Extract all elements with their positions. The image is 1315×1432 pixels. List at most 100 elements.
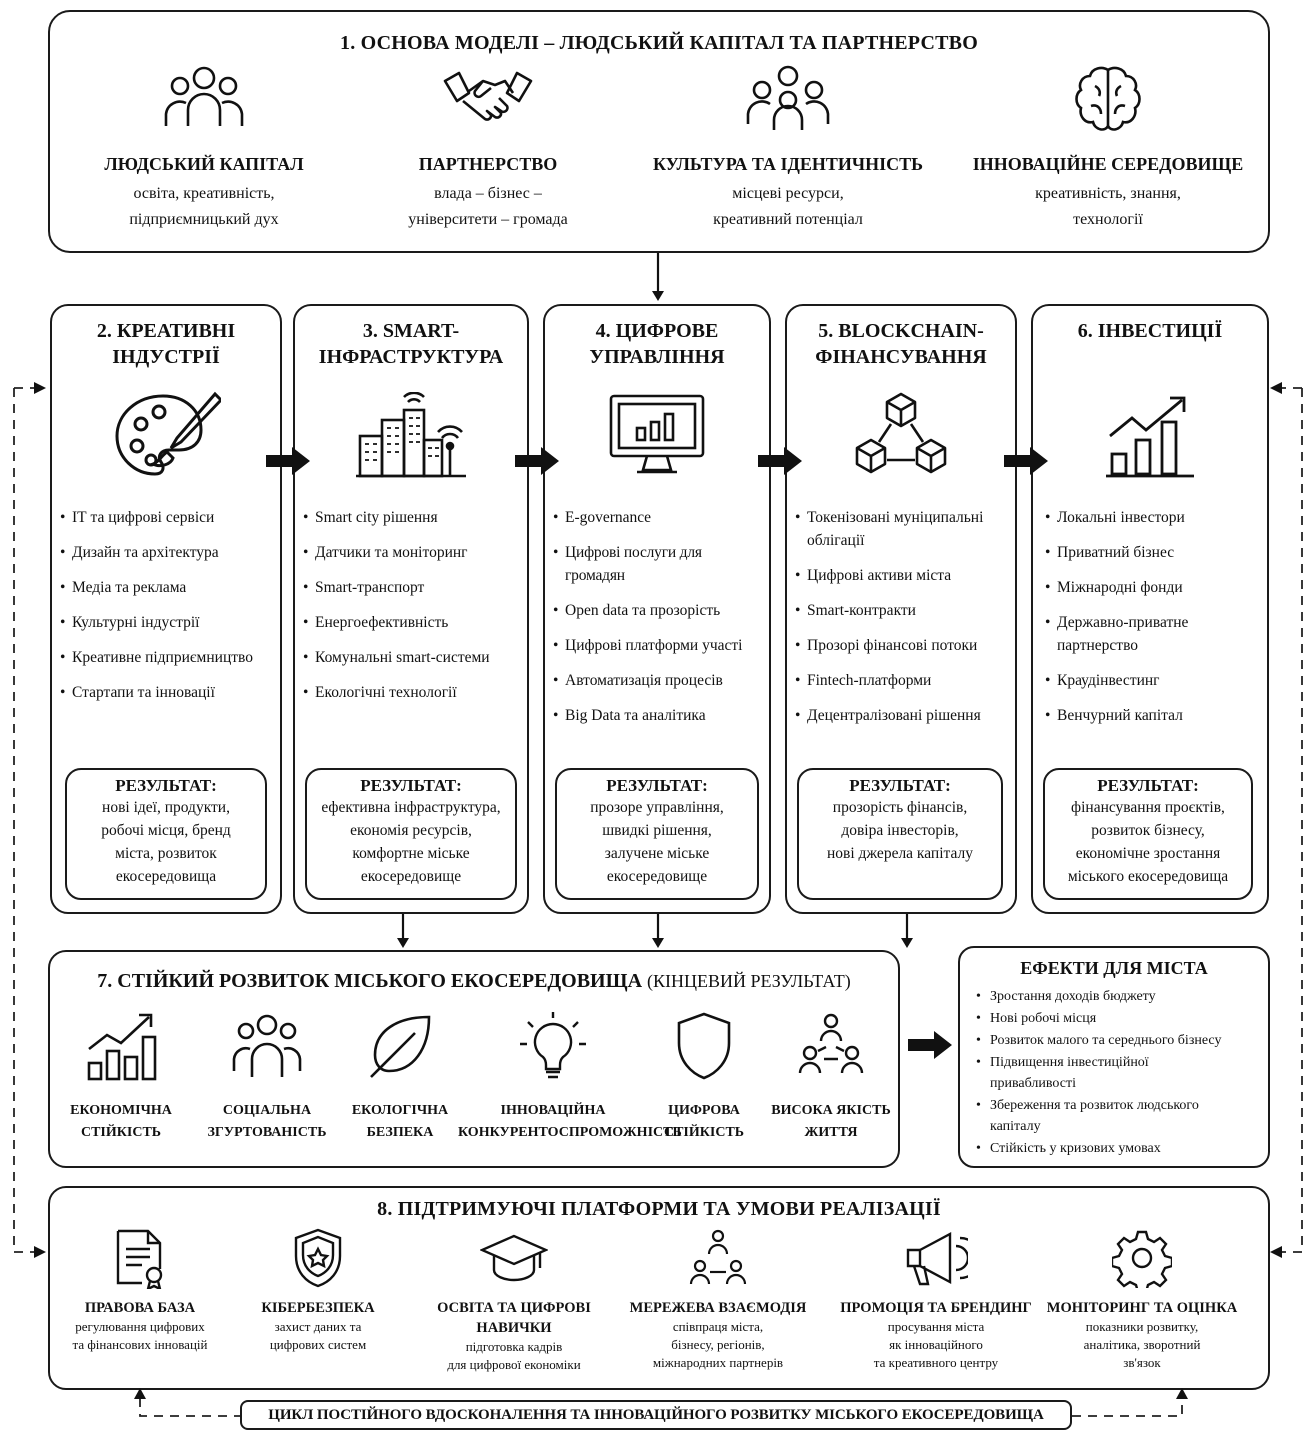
column-list: Токенізовані муніципальні облігації Цифр… [795, 506, 1011, 739]
list-item: E-governance [553, 506, 765, 529]
smart-city-icon [295, 390, 527, 480]
platform-legal: ПРАВОВА БАЗА регулювання цифрових та фін… [40, 1226, 240, 1354]
platform-heading: ПРАВОВА БАЗА [84, 1300, 196, 1316]
section1-item-desc2: технології [1073, 211, 1143, 228]
list-item: Цифрові активи міста [795, 564, 1011, 587]
result-line: швидкі рішення, [602, 822, 712, 839]
outcome-label-1: ІННОВАЦІЙНА [500, 1103, 606, 1118]
result-line: міського екосередовища [1067, 868, 1229, 885]
graduation-cap-icon [414, 1226, 614, 1290]
list-item: Open data та прозорість [553, 599, 765, 622]
arrow-col5-down [901, 914, 913, 948]
platform-monitoring: МОНІТОРИНГ ТА ОЦІНКА показники розвитку,… [1042, 1226, 1242, 1372]
column-investments: 6. ІНВЕСТИЦІЇ Локальні інвестори Приватн… [1031, 304, 1269, 914]
list-item: Краудінвестинг [1045, 669, 1263, 692]
result-box: РЕЗУЛЬТАТ: нові ідеї, продукти, робочі м… [65, 768, 267, 900]
outcome-label-1: СОЦІАЛЬНА [222, 1103, 312, 1118]
megaphone-icon [836, 1226, 1036, 1290]
list-item: Fintech-платформи [795, 669, 1011, 692]
effect-item: Нові робочі місця [974, 1008, 1260, 1029]
platform-desc: регулювання цифрових [75, 1319, 205, 1334]
growth-bars-icon [46, 1010, 196, 1082]
section1-item-desc2: підприємницький дух [129, 211, 279, 228]
section1-item-heading: КУЛЬТУРА ТА ІДЕНТИЧНІСТЬ [652, 154, 924, 174]
section1-box: 1. ОСНОВА МОДЕЛІ – ЛЮДСЬКИЙ КАПІТАЛ ТА П… [48, 10, 1270, 253]
result-line: залучене міське [604, 845, 710, 862]
result-line: комфортне міське [352, 845, 470, 862]
effect-item: Зростання доходів бюджету [974, 986, 1260, 1007]
platform-desc: та фінансових інновацій [72, 1337, 208, 1352]
platform-heading: КІБЕРБЕЗПЕКА [261, 1300, 375, 1316]
column-list: E-governance Цифрові послуги для громадя… [553, 506, 765, 739]
result-line: прозорість фінансів, [832, 799, 968, 816]
platform-desc: цифрових систем [269, 1337, 367, 1352]
column-title: 6. ІНВЕСТИЦІЇ [1033, 318, 1267, 344]
list-item: Міжнародні фонди [1045, 576, 1263, 599]
column-title: 2. КРЕАТИВНІ ІНДУСТРІЇ [52, 318, 280, 370]
list-item: Smart-контракти [795, 599, 1011, 622]
result-box: РЕЗУЛЬТАТ: фінансування проєктів, розвит… [1043, 768, 1253, 900]
brain-icon [958, 62, 1258, 136]
effect-item: Стійкість у кризових умовах [974, 1138, 1260, 1159]
section7-title: 7. СТІЙКИЙ РОЗВИТОК МІСЬКОГО ЕКОСЕРЕДОВИ… [50, 970, 898, 993]
platform-desc: аналітика, зворотний [1083, 1337, 1201, 1352]
growth-chart-icon [1033, 390, 1267, 480]
result-title: РЕЗУЛЬТАТ: [606, 776, 708, 795]
result-line: прозоре управління, [590, 799, 724, 816]
result-box: РЕЗУЛЬТАТ: ефективна інфраструктура, еко… [305, 768, 517, 900]
platform-desc: просування міста [887, 1319, 985, 1334]
result-line: робочі місця, бренд [101, 822, 231, 839]
section1-item-desc2: креативний потенціал [713, 211, 863, 228]
result-line: нові ідеї, продукти, [102, 799, 230, 816]
section1-item-desc1: освіта, креативність, [133, 185, 275, 202]
platform-desc: для цифрової економіки [447, 1357, 581, 1372]
platform-promotion: ПРОМОЦІЯ ТА БРЕНДИНГ просування міста як… [836, 1226, 1036, 1372]
gear-icon [1042, 1226, 1242, 1290]
outcome-label-1: ЦИФРОВА [668, 1103, 740, 1118]
section1-item-desc1: влада – бізнес – [434, 185, 542, 202]
outcome-ecological: ЕКОЛОГІЧНА БЕЗПЕКА [340, 1010, 460, 1144]
column-title-line1: 2. КРЕАТИВНІ [96, 320, 236, 342]
outcome-label-1: ВИСОКА ЯКІСТЬ [771, 1103, 891, 1118]
platform-desc: співпраця міста, [672, 1319, 764, 1334]
arrow-col5-col6 [1004, 447, 1048, 475]
result-box: РЕЗУЛЬТАТ: прозорість фінансів, довіра і… [797, 768, 1003, 900]
result-line: фінансування проєктів, [1071, 799, 1225, 816]
column-title-line2: ІНДУСТРІЇ [112, 346, 220, 368]
list-item: Комунальні smart-системи [303, 646, 523, 669]
result-line: екосередовище [606, 868, 708, 885]
result-line: ефективна інфраструктура, [321, 799, 501, 816]
arrow-to-effects [908, 1031, 952, 1059]
section1-item-innovation: ІННОВАЦІЙНЕ СЕРЕДОВИЩЕ креативність, зна… [958, 62, 1258, 235]
effect-item: Розвиток малого та середнього бізнесу [974, 1030, 1260, 1051]
list-item: Стартапи та інновації [60, 681, 276, 704]
section1-item-heading: ПАРТНЕРСТВО [418, 154, 558, 174]
platform-education: ОСВІТА ТА ЦИФРОВІ НАВИЧКИ підготовка кад… [414, 1226, 614, 1374]
network-people-icon [756, 1010, 906, 1082]
column-list: ІТ та цифрові сервіси Дизайн та архітект… [60, 506, 276, 716]
effect-item: Підвищення інвестиційної привабливості [974, 1052, 1260, 1094]
column-title: 5. BLOCKCHAIN-ФІНАНСУВАННЯ [787, 318, 1015, 370]
outcome-label-1: ЕКОНОМІЧНА [70, 1103, 172, 1118]
effects-title: ЕФЕКТИ ДЛЯ МІСТА [1020, 958, 1208, 978]
arrow-col3-down [397, 914, 409, 948]
result-line: економічне зростання [1075, 845, 1221, 862]
column-list: Smart city рішення Датчики та моніторинг… [303, 506, 523, 716]
list-item: Енергоефективність [303, 611, 523, 634]
outcome-label-2: СТІЙКІСТЬ [80, 1125, 162, 1140]
column-smart-infrastructure: 3. SMART-ІНФРАСТРУКТУРА Smart city рішен… [293, 304, 529, 914]
platform-heading: МЕРЕЖЕВА ВЗАЄМОДІЯ [629, 1300, 807, 1316]
shield-icon [634, 1010, 774, 1082]
column-creative-industries: 2. КРЕАТИВНІ ІНДУСТРІЇ ІТ та цифрові серв… [50, 304, 282, 914]
arrow-col4-col5 [758, 447, 802, 475]
outcome-label-2: БЕЗПЕКА [366, 1125, 434, 1140]
outcome-label-2: ЖИТТЯ [804, 1125, 858, 1140]
list-item: Автоматизація процесів [553, 669, 765, 692]
section1-item-desc1: креативність, знання, [1035, 185, 1181, 202]
social-group-icon [192, 1010, 342, 1082]
cycle-label: ЦИКЛ ПОСТІЙНОГО ВДОСКОНАЛЕННЯ ТА ІННОВАЦ… [268, 1407, 1044, 1423]
section7-title-main: 7. СТІЙКИЙ РОЗВИТОК МІСЬКОГО ЕКОСЕРЕДОВИ… [97, 970, 643, 992]
list-item: Локальні інвестори [1045, 506, 1263, 529]
list-item: Децентралізовані рішення [795, 704, 1011, 727]
